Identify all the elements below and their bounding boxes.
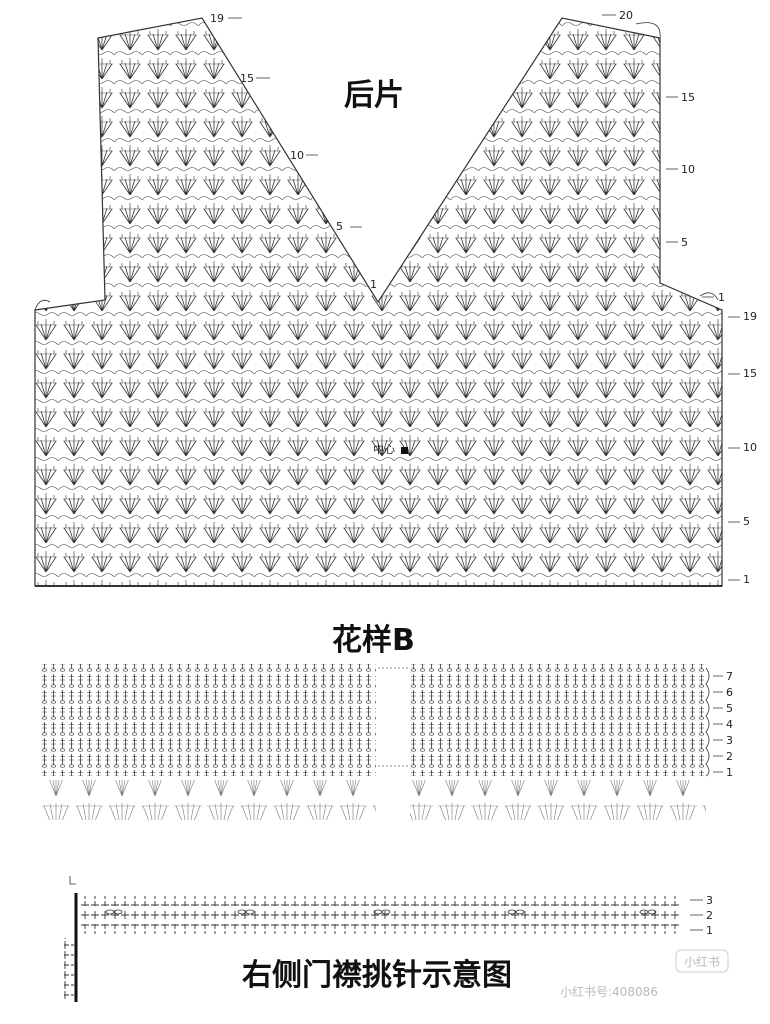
right-shoulder-row-labels: 1 5 10 15 20 — [602, 9, 725, 304]
pattern-b-title: 花样B — [332, 623, 415, 658]
pattern-b-row-label: 4 — [726, 718, 733, 731]
placket-row-label: 3 — [706, 894, 713, 907]
pattern-b-right-edging — [410, 780, 706, 820]
placket-row-labels: 3 2 1 — [690, 894, 713, 937]
left-shoulder-row-label: 15 — [240, 72, 254, 85]
pattern-b-left-block — [40, 664, 376, 776]
left-shoulder-row-label: 1 — [370, 278, 377, 291]
watermark-text: 小红书号:408086 — [560, 984, 658, 999]
left-shoulder-row-label: 10 — [290, 149, 304, 162]
body-row-label: 1 — [743, 573, 750, 586]
pattern-b-row-label: 2 — [726, 750, 733, 763]
placket-row-2 — [80, 910, 680, 920]
placket-row-label: 1 — [706, 924, 713, 937]
left-shoulder-row-label: 5 — [336, 220, 343, 233]
pattern-b-row-labels: 7 6 5 4 3 2 1 — [713, 670, 733, 779]
placket-chart: 3 2 1 右侧门襟挑针示意图 — [64, 876, 713, 1002]
placket-title: 右侧门襟挑针示意图 — [242, 958, 512, 993]
center-label: 中心 — [373, 443, 395, 456]
right-shoulder-row-label: 15 — [681, 91, 695, 104]
watermark-badge: 小红书 — [684, 954, 720, 969]
pattern-b-row-label: 1 — [726, 766, 733, 779]
right-shoulder-row-label: 20 — [619, 9, 633, 22]
placket-row-3 — [80, 896, 680, 906]
pattern-b-right-block — [410, 664, 706, 776]
body-row-label: 19 — [743, 310, 757, 323]
pattern-b-row-label: 7 — [726, 670, 733, 683]
right-shoulder-row-label: 1 — [718, 291, 725, 304]
left-shoulder-row-labels: 1 5 10 15 19 — [210, 12, 377, 291]
watermark: 小红书 小红书号:408086 — [560, 949, 729, 999]
body-row-labels: 1 5 10 15 19 — [728, 310, 757, 586]
body-row-label: 10 — [743, 441, 757, 454]
pattern-b-row-label: 5 — [726, 702, 733, 715]
placket-row-label: 2 — [706, 909, 713, 922]
back-panel-title: 后片 — [344, 78, 404, 113]
back-panel-chart: 中心 后片 1 5 10 15 19 1 5 10 15 19 1 5 10 1… — [34, 9, 757, 587]
left-shoulder-row-label: 19 — [210, 12, 224, 25]
placket-row-1 — [80, 924, 680, 934]
pattern-b-row-label: 3 — [726, 734, 733, 747]
body-row-label: 5 — [743, 515, 750, 528]
center-marker — [401, 447, 408, 454]
pattern-b-chart: 花样B 7 6 5 4 3 2 1 — [40, 623, 733, 820]
right-shoulder-row-label: 10 — [681, 163, 695, 176]
right-shoulder-row-label: 5 — [681, 236, 688, 249]
placket-side-stitches — [64, 938, 74, 1000]
pattern-b-row-label: 6 — [726, 686, 733, 699]
pattern-b-left-edging — [40, 780, 376, 820]
watermark-badge-frame — [675, 949, 729, 973]
body-row-label: 15 — [743, 367, 757, 380]
